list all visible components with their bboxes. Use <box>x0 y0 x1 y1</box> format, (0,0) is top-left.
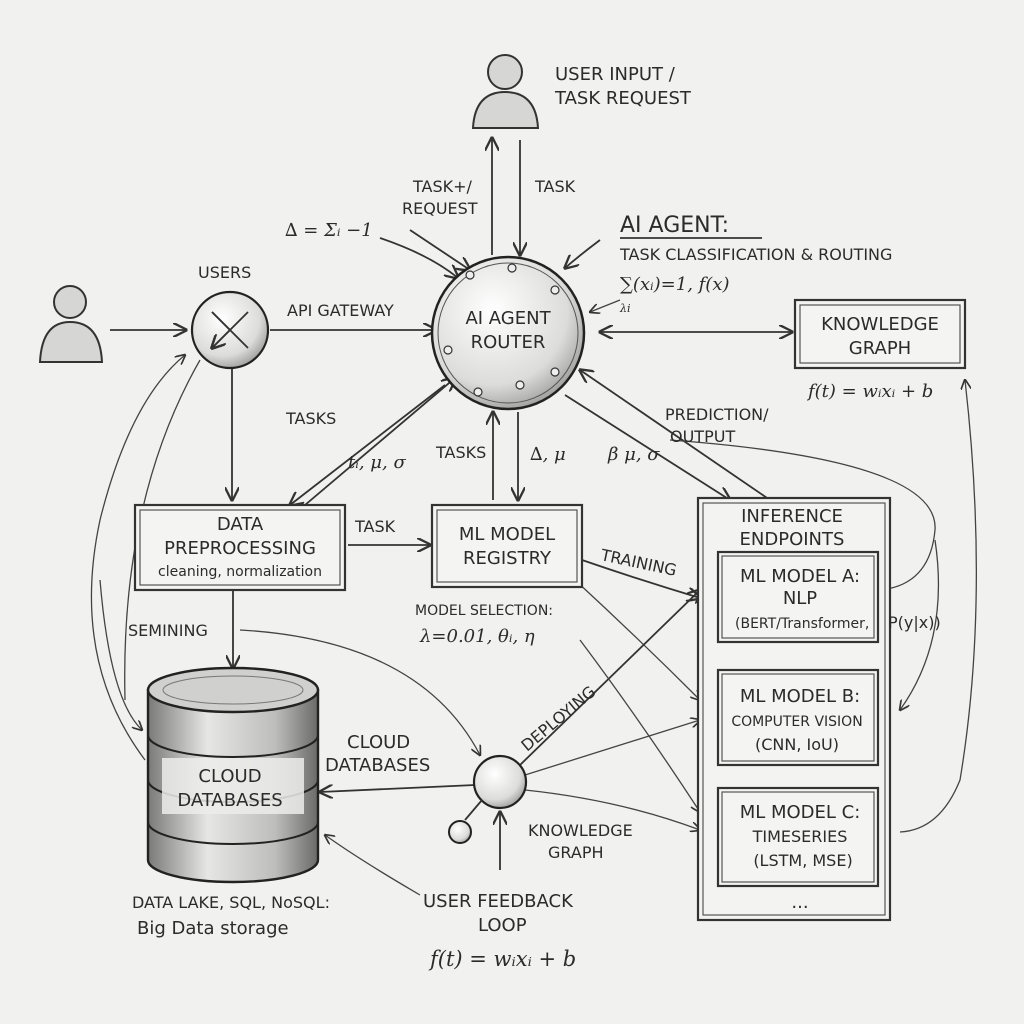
t-mu-sigma: tᵢ, μ, σ <box>348 452 406 473</box>
user-input-label-2: TASK REQUEST <box>554 88 692 109</box>
p-y-x: P(y|x)) <box>888 613 941 632</box>
data-preprocessing-box[interactable]: DATA PREPROCESSING cleaning, normalizati… <box>133 503 347 592</box>
ml-registry-box[interactable]: ML MODEL REGISTRY <box>430 503 584 589</box>
registry-label-1: ML MODEL <box>459 524 555 545</box>
model-a-label-2: NLP <box>783 588 817 609</box>
feedback-label-2: LOOP <box>478 915 527 936</box>
edge-tasks-left <box>290 384 446 505</box>
inference-more: ... <box>791 892 808 913</box>
kg-label-2: GRAPH <box>849 338 911 359</box>
agent-subtitle: TASK CLASSIFICATION & ROUTING <box>619 245 892 264</box>
router-node[interactable]: AI AGENT ROUTER <box>430 255 586 411</box>
knowledge-graph-box[interactable]: KNOWLEDGE GRAPH <box>793 298 967 370</box>
edge-delta <box>379 237 458 278</box>
feedback-formula: f(t) = wᵢxᵢ + b <box>428 947 576 971</box>
edge-label-task-request-1: TASK+/ <box>412 177 473 196</box>
edge-db-loop <box>90 355 185 761</box>
preprocessing-label-3: cleaning, normalization <box>158 564 322 580</box>
model-b-box[interactable]: ML MODEL B: COMPUTER VISION (CNN, IoU) <box>716 668 880 767</box>
model-a-label-1: ML MODEL A: <box>740 566 860 587</box>
left-user-icon <box>38 285 104 363</box>
edge-label-tasks-left: TASKS <box>285 409 336 428</box>
edge-feedback-db <box>320 784 476 792</box>
edge-label-prediction-2: OUTPUT <box>670 427 735 446</box>
edge-semining <box>239 629 480 755</box>
edge-label-task-request-2: REQUEST <box>402 199 478 218</box>
model-selection-formula: λ=0.01, θᵢ, η <box>419 626 535 647</box>
router-label-2: ROUTER <box>471 332 546 353</box>
users-hub-node[interactable] <box>190 290 270 370</box>
model-c-label-1: ML MODEL C: <box>740 802 861 823</box>
cloud-db-side-label-1: CLOUD <box>347 732 410 753</box>
feedback-label-1: USER FEEDBACK <box>423 891 574 912</box>
registry-label-2: REGISTRY <box>463 548 552 569</box>
edge-deploying <box>519 590 700 766</box>
feedback-node[interactable] <box>448 754 528 844</box>
data-lake-label: DATA LAKE, SQL, NoSQL: <box>132 893 330 912</box>
cloud-db-label-2: DATABASES <box>177 790 282 811</box>
model-selection-label: MODEL SELECTION: <box>415 603 553 619</box>
model-b-label-1: ML MODEL B: <box>740 686 860 707</box>
cloud-db-label-1: CLOUD <box>198 766 261 787</box>
beta-mu-sigma: β μ, σ <box>607 444 660 465</box>
delta-formula: ∆ = Σᵢ −1 <box>285 220 373 241</box>
edge-label-tasks-mid: TASKS <box>435 443 486 462</box>
model-b-label-3: (CNN, IoU) <box>755 735 839 754</box>
model-c-label-2: TIMESERIES <box>752 827 848 846</box>
inference-label-1: INFERENCE <box>741 506 843 527</box>
router-label-1: AI AGENT <box>465 308 551 329</box>
edge-label-task-right: TASK <box>354 517 396 536</box>
cloud-db-side-label-2: DATABASES <box>325 755 430 776</box>
edge-label-api-gateway: API GATEWAY <box>287 301 394 320</box>
model-c-box[interactable]: ML MODEL C: TIMESERIES (LSTM, MSE) <box>716 786 880 888</box>
agent-title: AI AGENT: <box>620 213 729 238</box>
model-b-label-2: COMPUTER VISION <box>731 714 862 730</box>
edge-label-task-up: TASK <box>534 177 576 196</box>
user-input-label-1: USER INPUT / <box>555 64 676 85</box>
edge-label-prediction-1: PREDICTION/ <box>665 405 769 424</box>
kg-bottom-label-2: GRAPH <box>548 843 604 862</box>
model-a-box[interactable]: ML MODEL A: NLP (BERT/Transformer, <box>716 550 880 644</box>
user-input-icon <box>471 54 540 129</box>
edge-prediction <box>564 394 730 500</box>
edge-label-training: TRAINING <box>598 545 678 580</box>
model-a-label-3: (BERT/Transformer, <box>735 616 869 632</box>
preprocessing-label-1: DATA <box>217 514 264 535</box>
users-label: USERS <box>198 263 251 282</box>
preprocessing-label-2: PREPROCESSING <box>164 538 316 559</box>
data-lake-sublabel: Big Data storage <box>137 918 289 939</box>
agent-formula: ∑(xᵢ)=1, f(x) <box>620 274 730 295</box>
model-c-label-3: (LSTM, MSE) <box>753 851 852 870</box>
edge-label-deploying: DEPLOYING <box>517 682 599 755</box>
inference-label-2: ENDPOINTS <box>740 529 845 550</box>
edge-task-request <box>409 229 470 270</box>
cloud-databases-cylinder[interactable]: CLOUD DATABASES <box>146 666 320 884</box>
kg-bottom-label-1: KNOWLEDGE <box>528 821 633 840</box>
edge-label-semining: SEMINING <box>128 621 208 640</box>
connectors <box>90 138 977 896</box>
agent-formula-sub: λi <box>619 302 631 315</box>
kg-formula: f(t) = wᵢxᵢ + b <box>806 381 933 402</box>
delta-mu: ∆, μ <box>530 444 566 465</box>
edge-agent-annotation <box>565 239 601 268</box>
kg-label-1: KNOWLEDGE <box>821 314 939 335</box>
